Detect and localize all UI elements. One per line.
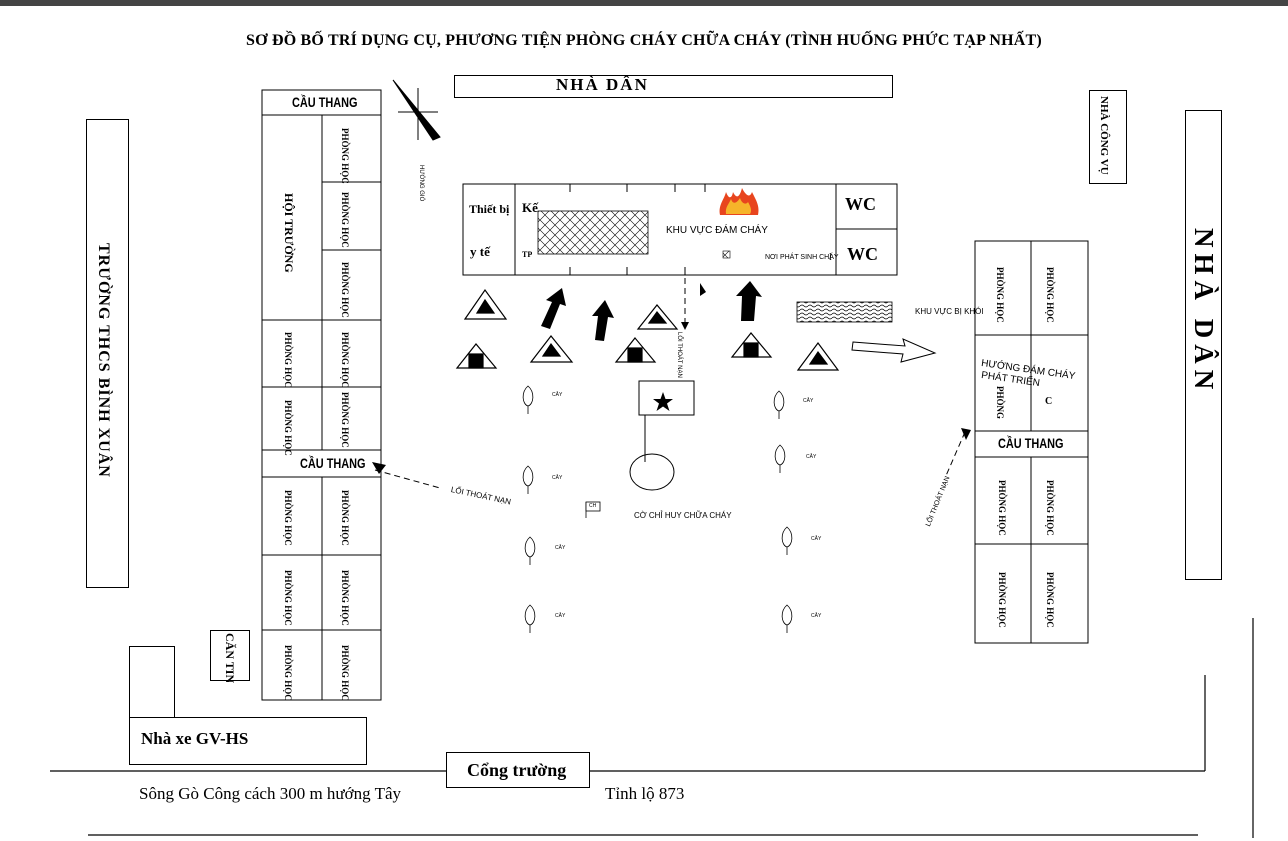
room-l13: PHÒNG HỌC	[340, 645, 350, 701]
room-r2: PHÒNG HỌC	[1045, 267, 1055, 323]
letter-l: l	[829, 252, 832, 263]
nha-cong-vu-label: NHÀ CÔNG VỤ	[1098, 96, 1110, 175]
nha-xe-label: Nhà xe GV-HS	[141, 729, 249, 748]
letter-c: C	[1045, 396, 1053, 407]
ke-label: Kế	[522, 200, 538, 215]
cau-thang-mid-left: CẦU THANG	[300, 455, 366, 471]
cau-thang-top-left: CẦU THANG	[292, 94, 358, 110]
fire-origin-marker	[722, 250, 731, 259]
diagram-title: SƠ ĐỒ BỐ TRÍ DỤNG CỤ, PHƯƠNG TIỆN PHÒNG …	[246, 32, 1042, 49]
top-border	[0, 0, 1288, 6]
room-r7: PHÒNG HỌC	[1045, 572, 1055, 628]
room-l10: PHÒNG HỌC	[283, 570, 293, 626]
truong-thcs-binh-xuan	[86, 119, 129, 588]
nha-dan-top	[454, 75, 893, 98]
cau-thang-right: CẦU THANG	[998, 435, 1064, 451]
small-arrow-marker	[700, 283, 706, 296]
trees	[522, 385, 793, 633]
room-r6: PHÒNG HỌC	[997, 572, 1007, 628]
room-l7: PHÒNG HỌC	[340, 392, 350, 448]
noi-phat-sinh-chay-label: NƠI PHÁT SINH CHÁY	[765, 254, 839, 261]
hose-box-symbols	[455, 332, 773, 369]
evacuation-routes	[374, 278, 966, 489]
flame-icon	[714, 186, 766, 218]
y-te-label: y tế	[470, 244, 490, 259]
khu-vuc-dam-chay-label: KHU VỰC ĐÁM CHÁY	[666, 225, 768, 236]
huong-gio-label: HƯỚNG GIÓ	[418, 165, 424, 202]
nha-dan-top-label: NHÀ DÂN	[556, 75, 649, 94]
room-l11: PHÒNG HỌC	[340, 570, 350, 626]
fire-spread-arrow	[851, 338, 937, 363]
room-l12: PHÒNG HỌC	[283, 645, 293, 701]
tree-label-6: CÂY	[806, 454, 817, 460]
wc-label-1: WC	[845, 194, 876, 214]
wc-label-2: WC	[847, 244, 878, 264]
room-l9: PHÒNG HỌC	[340, 490, 350, 546]
tree-label-2: CÂY	[552, 475, 563, 481]
co-chi-huy-label: CỜ CHỈ HUY CHỮA CHÁY	[634, 511, 732, 520]
can-tin	[210, 630, 250, 681]
nha-xe	[129, 717, 367, 765]
loi-thoat-nan-center: LỐI THOÁT NẠN	[676, 332, 682, 378]
hatched-fire-zone	[537, 210, 649, 255]
nha-cong-vu	[1089, 90, 1127, 184]
song-go-cong-label: Sông Gò Công cách 300 m hướng Tây	[139, 784, 402, 803]
ch-flag	[585, 501, 601, 518]
room-r4: PHÒNG HỌC	[997, 480, 1007, 536]
tree-label-5: CÂY	[803, 398, 814, 404]
tree-label-8: CÂY	[811, 613, 822, 619]
thiet-bi-label: Thiết bị	[469, 202, 510, 216]
can-tin-label: CĂN TIN	[223, 633, 237, 684]
nha-xe-outline-top	[129, 646, 175, 718]
wind-direction-icon	[392, 79, 441, 141]
room-r3: PHÒNG	[995, 386, 1005, 419]
evacuation-arrowheads	[372, 322, 971, 474]
central-building	[462, 183, 898, 276]
smoke-zone	[796, 301, 893, 323]
room-l3: PHÒNG HỌC	[340, 262, 350, 318]
tree-label-1: CÂY	[552, 392, 563, 398]
room-l8: PHÒNG HỌC	[283, 490, 293, 546]
tree-label-3: CÂY	[555, 545, 566, 551]
room-r1: PHÒNG HỌC	[995, 267, 1005, 323]
tree-label-4: CÂY	[555, 613, 566, 619]
khu-vuc-bi-khoi-label: KHU VỰC BỊ KHÓI	[915, 307, 984, 316]
room-l1: PHÒNG HỌC	[340, 128, 350, 184]
cong-truong	[446, 752, 590, 788]
hoi-truong-label: HỘI TRƯỜNG	[282, 193, 296, 273]
command-flag	[629, 380, 695, 491]
nha-dan-right-label: NHÀ DÂN	[1189, 228, 1219, 396]
room-l6: PHÒNG HỌC	[283, 400, 293, 456]
room-l5: PHÒNG HỌC	[340, 332, 350, 388]
tp-label: TP	[522, 250, 533, 259]
cong-truong-label: Cổng trường	[467, 760, 567, 780]
attack-arrows	[541, 281, 762, 341]
room-l2: PHÒNG HỌC	[340, 192, 350, 248]
truong-thcs-label: TRƯỜNG THCS BÌNH XUÂN	[95, 243, 112, 478]
extinguisher-triangles	[463, 288, 840, 371]
room-r5: PHÒNG HỌC	[1045, 480, 1055, 536]
ch-label: CH	[589, 503, 597, 509]
right-building	[974, 240, 1089, 644]
tinh-lo-label: Tỉnh lộ 873	[605, 784, 685, 803]
room-l4: PHÒNG HỌC	[283, 332, 293, 388]
tree-label-7: CÂY	[811, 536, 822, 542]
left-building	[261, 89, 382, 701]
nha-dan-right	[1185, 110, 1222, 580]
